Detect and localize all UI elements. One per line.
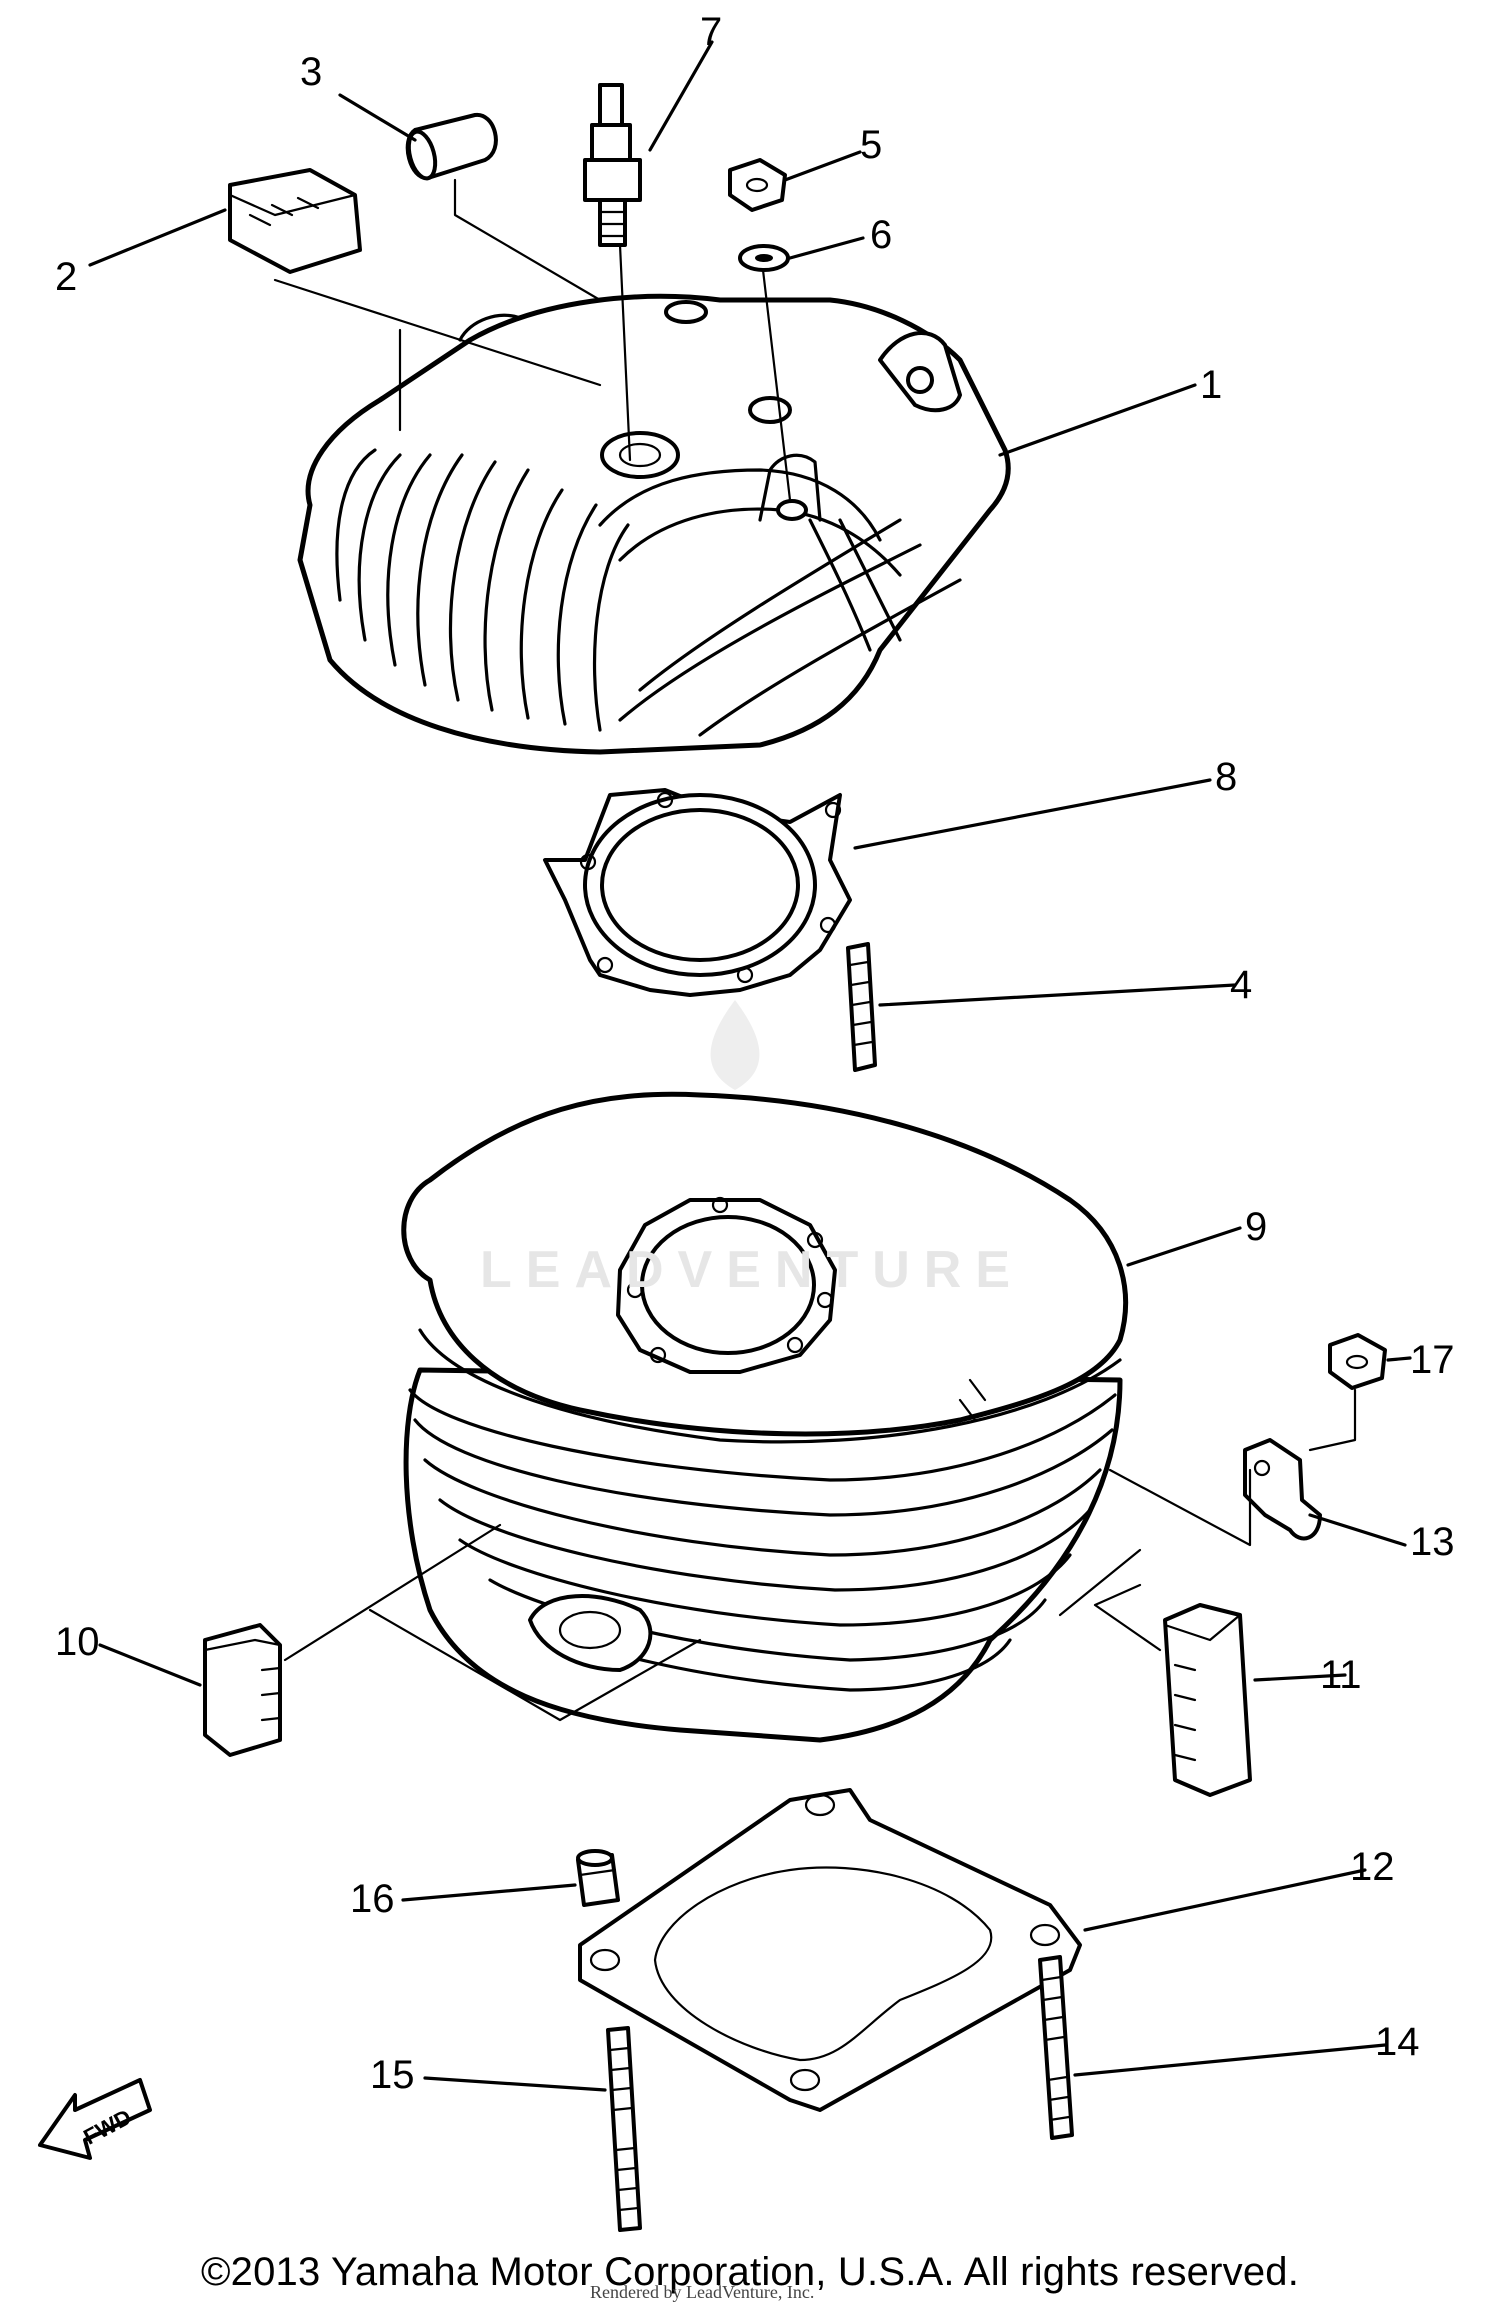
callout-17: 17 [1410, 1338, 1455, 1382]
part-15-stud [606, 2026, 642, 2232]
part-11-damper [1163, 1603, 1252, 1797]
callout-4: 4 [1230, 963, 1252, 1007]
callout-16: 16 [350, 1877, 395, 1921]
callout-7: 7 [700, 10, 722, 54]
callout-11: 11 [1320, 1653, 1362, 1697]
callout-8: 8 [1215, 755, 1237, 799]
callout-3: 3 [300, 50, 322, 94]
part-9-cylinder [401, 1091, 1128, 1743]
part-7-spark-plug [583, 83, 642, 247]
cylinder-head [297, 293, 1011, 755]
part-16-dowel [576, 1849, 620, 1907]
callout-5: 5 [860, 123, 882, 167]
part-2-damper [228, 168, 362, 274]
callout-14: 14 [1375, 2020, 1420, 2064]
fwd-arrow-icon: FWD [38, 2078, 152, 2160]
part-5-nut [728, 158, 787, 212]
copyright-notice: ©2013 Yamaha Motor Corporation, U.S.A. A… [200, 2250, 1300, 2294]
callout-labels: 1 2 3 4 5 6 7 8 9 10 11 12 13 14 15 16 1… [55, 10, 1455, 2097]
part-14-stud [1038, 1955, 1074, 2140]
rendered-by-note: Rendered by LeadVenture, Inc. [590, 2282, 815, 2302]
part-4-stud [846, 942, 877, 1072]
watermark-text: LEADVENTURE [480, 1241, 1025, 1299]
part-8-head-gasket [543, 788, 852, 997]
callout-13: 13 [1410, 1520, 1455, 1564]
part-10-damper [203, 1623, 282, 1757]
callout-6: 6 [870, 213, 892, 257]
part-12-base-gasket [578, 1788, 1082, 2112]
callout-1: 1 [1200, 363, 1222, 407]
part-13-bracket [1243, 1438, 1322, 1541]
callout-15: 15 [370, 2053, 415, 2097]
callout-2: 2 [55, 255, 77, 299]
part-17-nut [1328, 1333, 1387, 1390]
callout-10: 10 [55, 1620, 100, 1664]
callout-9: 9 [1245, 1205, 1267, 1249]
leader-lines [88, 40, 1412, 2092]
callout-12: 12 [1350, 1845, 1395, 1889]
part-3-damper [405, 112, 498, 181]
part-6-washer [738, 244, 790, 272]
